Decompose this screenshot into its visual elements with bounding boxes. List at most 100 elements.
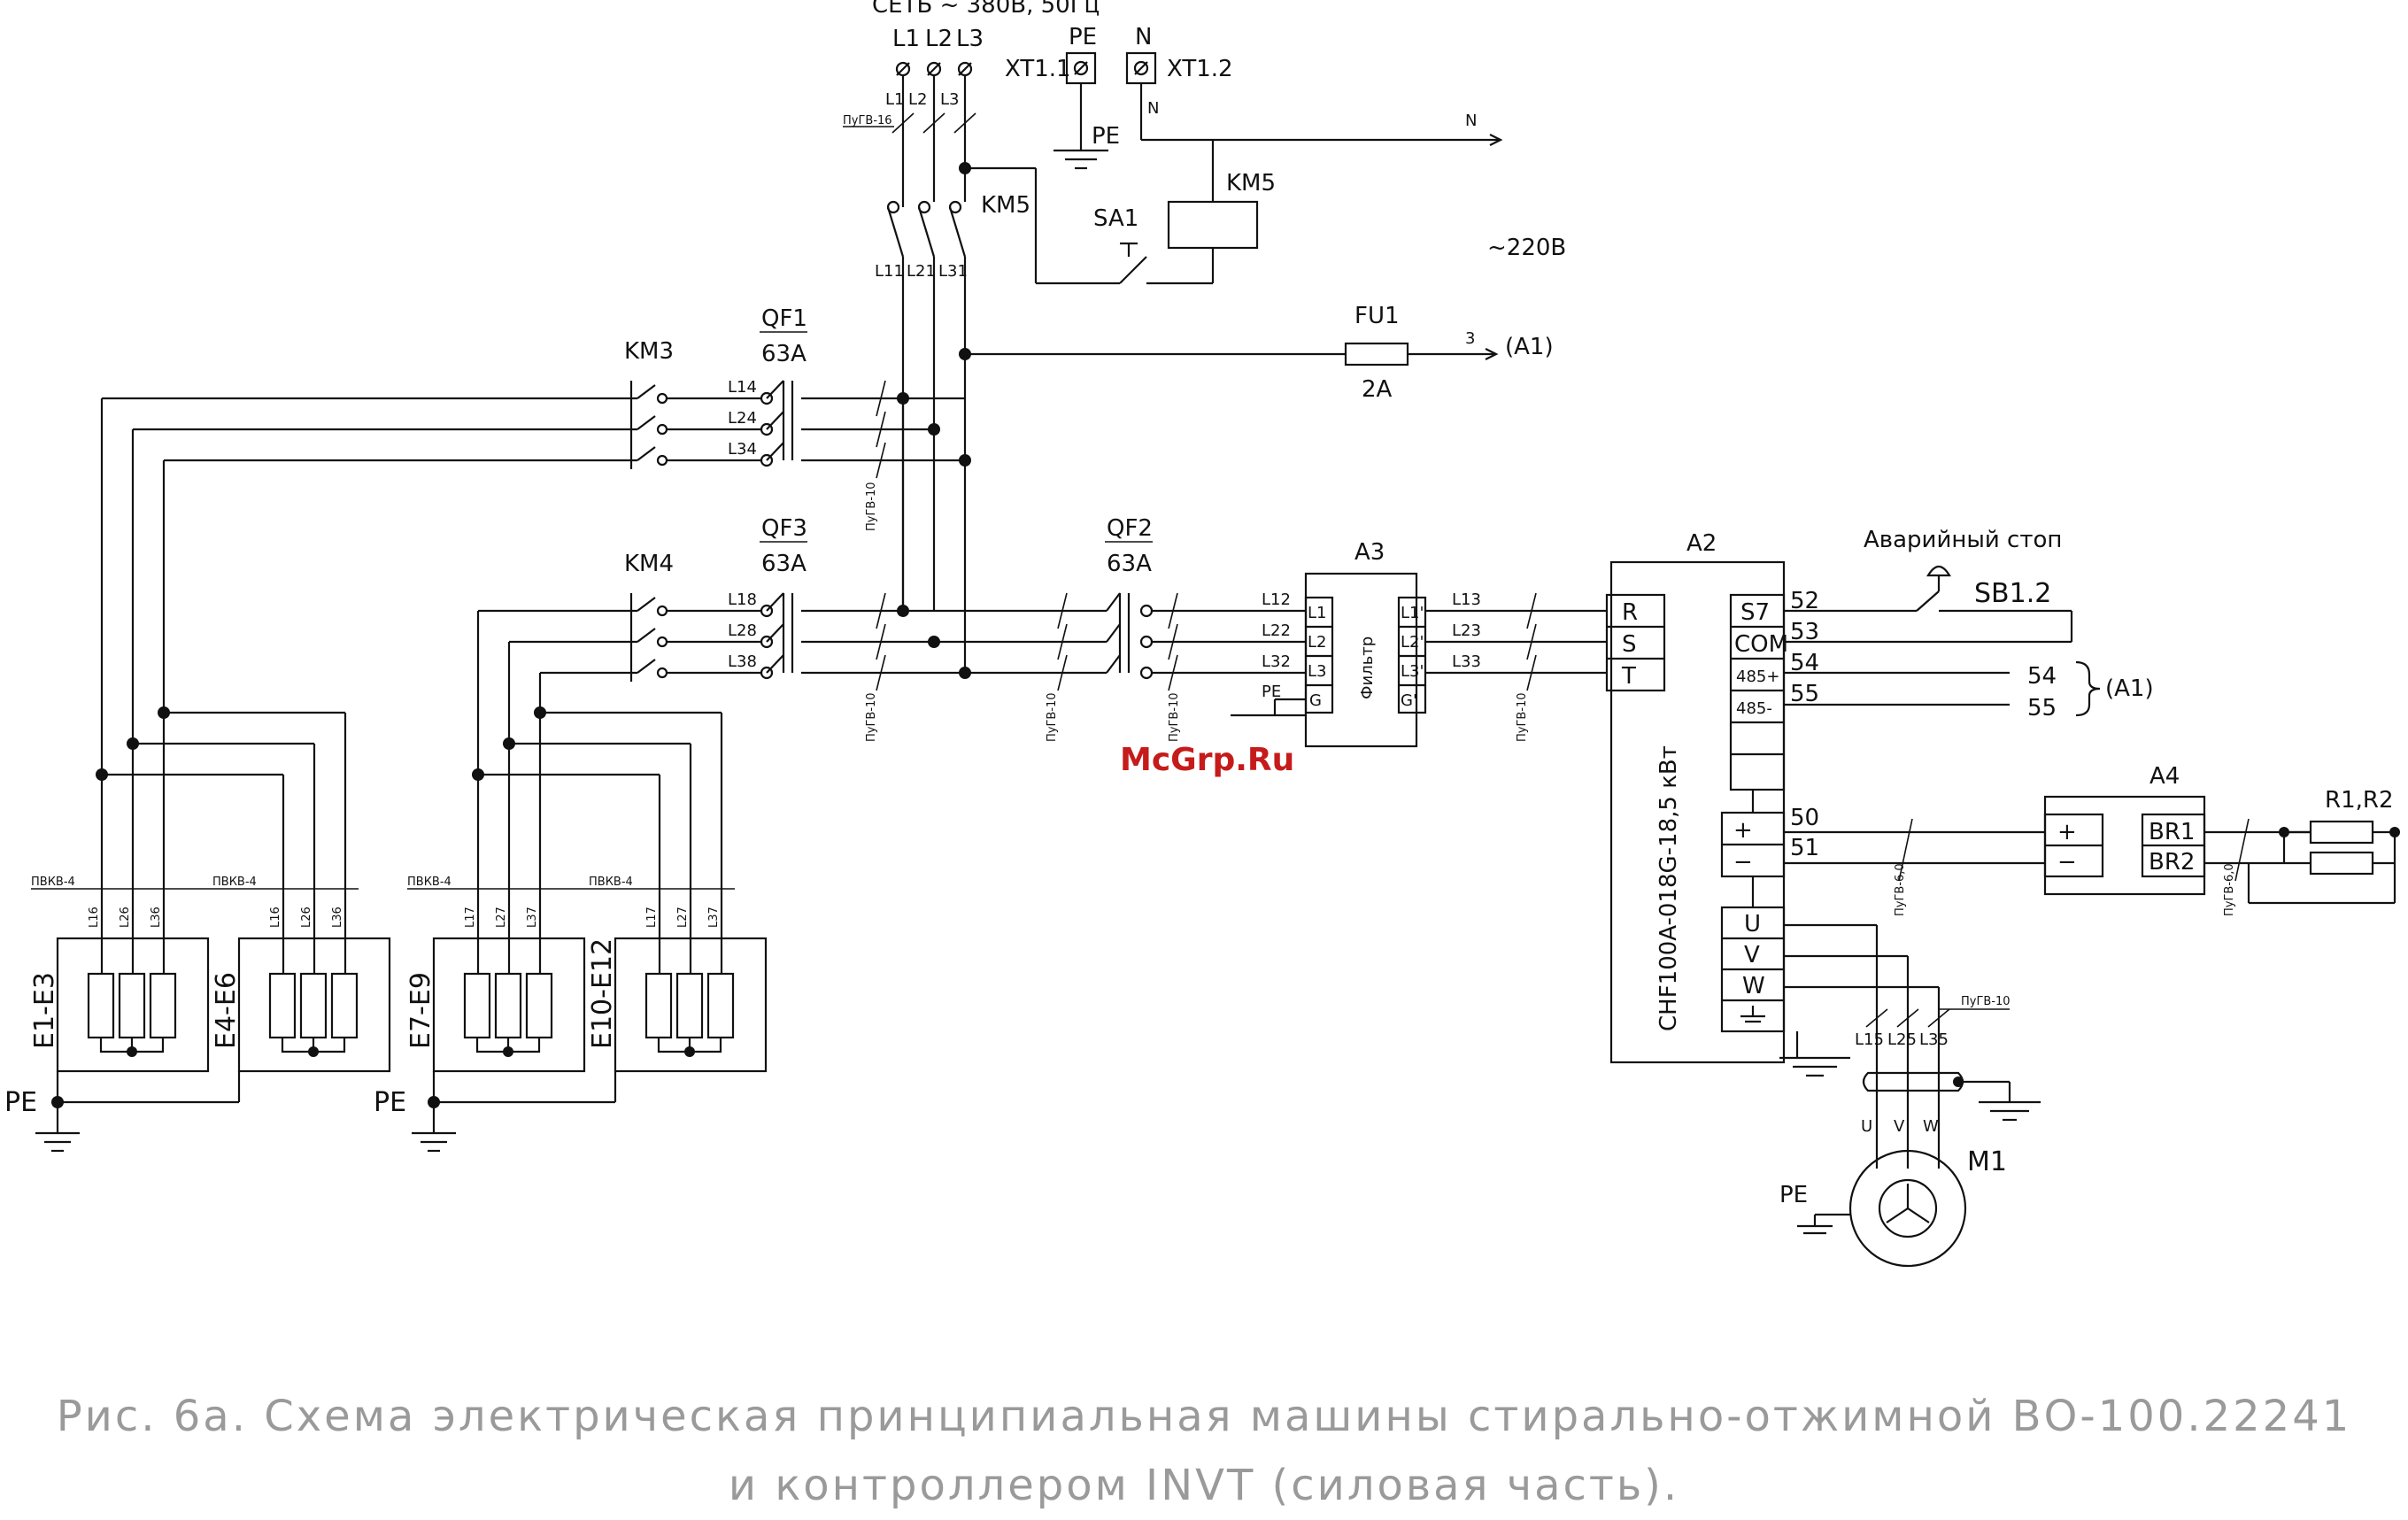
- a3-pe-label: PE: [1262, 683, 1281, 701]
- a3-in-g: G: [1309, 691, 1322, 710]
- cable-pugv6-2: ПуГВ-6,0: [2223, 863, 2236, 916]
- heater1-wire-l16: L16: [88, 907, 101, 928]
- n-wire-label: N: [1147, 99, 1159, 118]
- wire-l33: L33: [1452, 652, 1481, 671]
- wire-l38: L38: [728, 652, 757, 671]
- caption-line-2: и контроллером INVT (силовая часть).: [728, 1461, 1680, 1510]
- fu1-rating: 2A: [1362, 376, 1393, 403]
- a2-term-s7: S7: [1740, 599, 1770, 626]
- qf1-rating: 63A: [761, 341, 807, 367]
- ctrl-wire-55-right: 55: [2027, 695, 2057, 721]
- wire-l11: L11: [875, 262, 904, 281]
- a2-term-u: U: [1744, 911, 1761, 937]
- heater-feed-left: [96, 398, 347, 885]
- ctrl-wire-55: 55: [1790, 681, 1819, 707]
- ctrl-wire-54-right: 54: [2027, 663, 2057, 690]
- heater-e10-e12: [614, 885, 768, 1073]
- a2-ground-icon: [1740, 1006, 1765, 1023]
- a3-label: A3: [1354, 539, 1385, 566]
- motor-term-w: W: [1923, 1117, 1939, 1136]
- heater-e7-e9: [432, 885, 586, 1073]
- ctrl-brace: [2075, 660, 2101, 717]
- ctrl-target: (A1): [2105, 675, 2154, 702]
- motor-wiring: [1779, 923, 2041, 1169]
- resistor-label: R1,R2: [2325, 787, 2393, 814]
- a3-out-l3: L3': [1401, 662, 1424, 681]
- a2-term-485p: 485+: [1736, 667, 1779, 686]
- qf1-label: QF1: [761, 305, 807, 332]
- supply-phase-l1: L1: [892, 26, 920, 52]
- heater4-wire-l17: L17: [645, 907, 659, 928]
- supply-phase-l3: L3: [956, 26, 984, 52]
- km5-contact-label: KM5: [981, 192, 1030, 219]
- heater4-wire-l37: L37: [707, 907, 721, 928]
- pe-left-label: PE: [4, 1087, 37, 1118]
- cable-pugv10-4: ПуГВ-10: [1168, 692, 1181, 742]
- xt12-label: XT1.2: [1167, 56, 1233, 82]
- km3-label: KM3: [624, 338, 674, 365]
- qf3-rating: 63A: [761, 551, 807, 577]
- cable-pugv10-motor: ПуГВ-10: [1961, 995, 2011, 1008]
- a2-dc-plus: +: [1733, 817, 1753, 844]
- heater-label-e7-e9: E7-E9: [405, 972, 436, 1049]
- a2-term-s: S: [1622, 631, 1637, 658]
- a2-label: A2: [1686, 530, 1717, 557]
- dc-wire-51: 51: [1790, 835, 1819, 861]
- estop-button-icon: [1926, 565, 1951, 577]
- motor-wire-l25: L25: [1887, 1030, 1917, 1049]
- wire-l21: L21: [907, 262, 936, 281]
- a2-term-r: R: [1622, 599, 1638, 626]
- heater-e1-e3: [56, 885, 210, 1073]
- fu1-fuse: [1344, 342, 1409, 366]
- motor-pe-label: PE: [1779, 1182, 1808, 1208]
- cable-pugv10-3: ПуГВ-10: [1046, 692, 1059, 742]
- motor-wire-l15: L15: [1855, 1030, 1884, 1049]
- heater4-wire-l27: L27: [676, 907, 690, 928]
- estop-label: SB1.2: [1974, 578, 2051, 609]
- pe-mid-label: PE: [374, 1087, 406, 1118]
- km5-contacts: [886, 200, 967, 258]
- cable-pugv6-1: ПуГВ-6,0: [1894, 863, 1907, 916]
- motor-wire-l35: L35: [1919, 1030, 1949, 1049]
- wire-l22: L22: [1262, 621, 1291, 640]
- a3-in-l3: L3: [1308, 662, 1326, 681]
- qf1-km3-wires: [102, 380, 965, 469]
- heater3-wire-l17: L17: [464, 907, 477, 928]
- cable-pugv10-2: ПуГВ-10: [865, 692, 878, 742]
- heater-label-e10-e12: E10-E12: [587, 938, 618, 1049]
- motor-term-u: U: [1861, 1117, 1872, 1136]
- sa1-label: SA1: [1093, 205, 1138, 232]
- heater2-wire-l36: L36: [331, 907, 344, 928]
- a4-term-br2: BR2: [2149, 849, 2195, 876]
- estop-title: Аварийный стоп: [1864, 527, 2062, 553]
- heater2-wire-l26: L26: [300, 907, 313, 928]
- cable-pvkv4-4: ПВКВ-4: [589, 876, 633, 889]
- a4-term-br1: BR1: [2149, 819, 2195, 845]
- wire-top-l3: L3: [940, 90, 959, 109]
- supply-phase-l2: L2: [925, 26, 953, 52]
- pe-ground-label: PE: [1092, 123, 1120, 150]
- ctrl-wire-53: 53: [1790, 619, 1819, 645]
- wire-l31: L31: [938, 262, 968, 281]
- phase-wires: [891, 75, 976, 202]
- a4-term-minus: −: [2057, 849, 2077, 876]
- a2-term-485m: 485-: [1736, 699, 1772, 718]
- qf2-rating: 63A: [1107, 551, 1152, 577]
- watermark: McGrp.Ru: [1120, 742, 1295, 778]
- cable-top-label: ПуГВ-16: [843, 114, 892, 127]
- a3-in-l2: L2: [1308, 633, 1326, 652]
- qf2-label: QF2: [1107, 515, 1153, 542]
- wire-l32: L32: [1262, 652, 1291, 671]
- a2-term-t: T: [1621, 663, 1636, 690]
- supply-title: СЕТЬ ~ 380В, 50Гц: [872, 0, 1100, 19]
- km5-coil: [1167, 200, 1259, 250]
- wire-l13: L13: [1452, 590, 1481, 609]
- a4-label: A4: [2149, 763, 2180, 790]
- heater-pe-grounds: [35, 1071, 617, 1153]
- a3-in-l1: L1: [1308, 604, 1326, 622]
- a2-dc-minus: −: [1733, 849, 1753, 876]
- wire-l12: L12: [1262, 590, 1291, 609]
- a3-out-g: G': [1401, 691, 1417, 710]
- wire-l28: L28: [728, 621, 757, 640]
